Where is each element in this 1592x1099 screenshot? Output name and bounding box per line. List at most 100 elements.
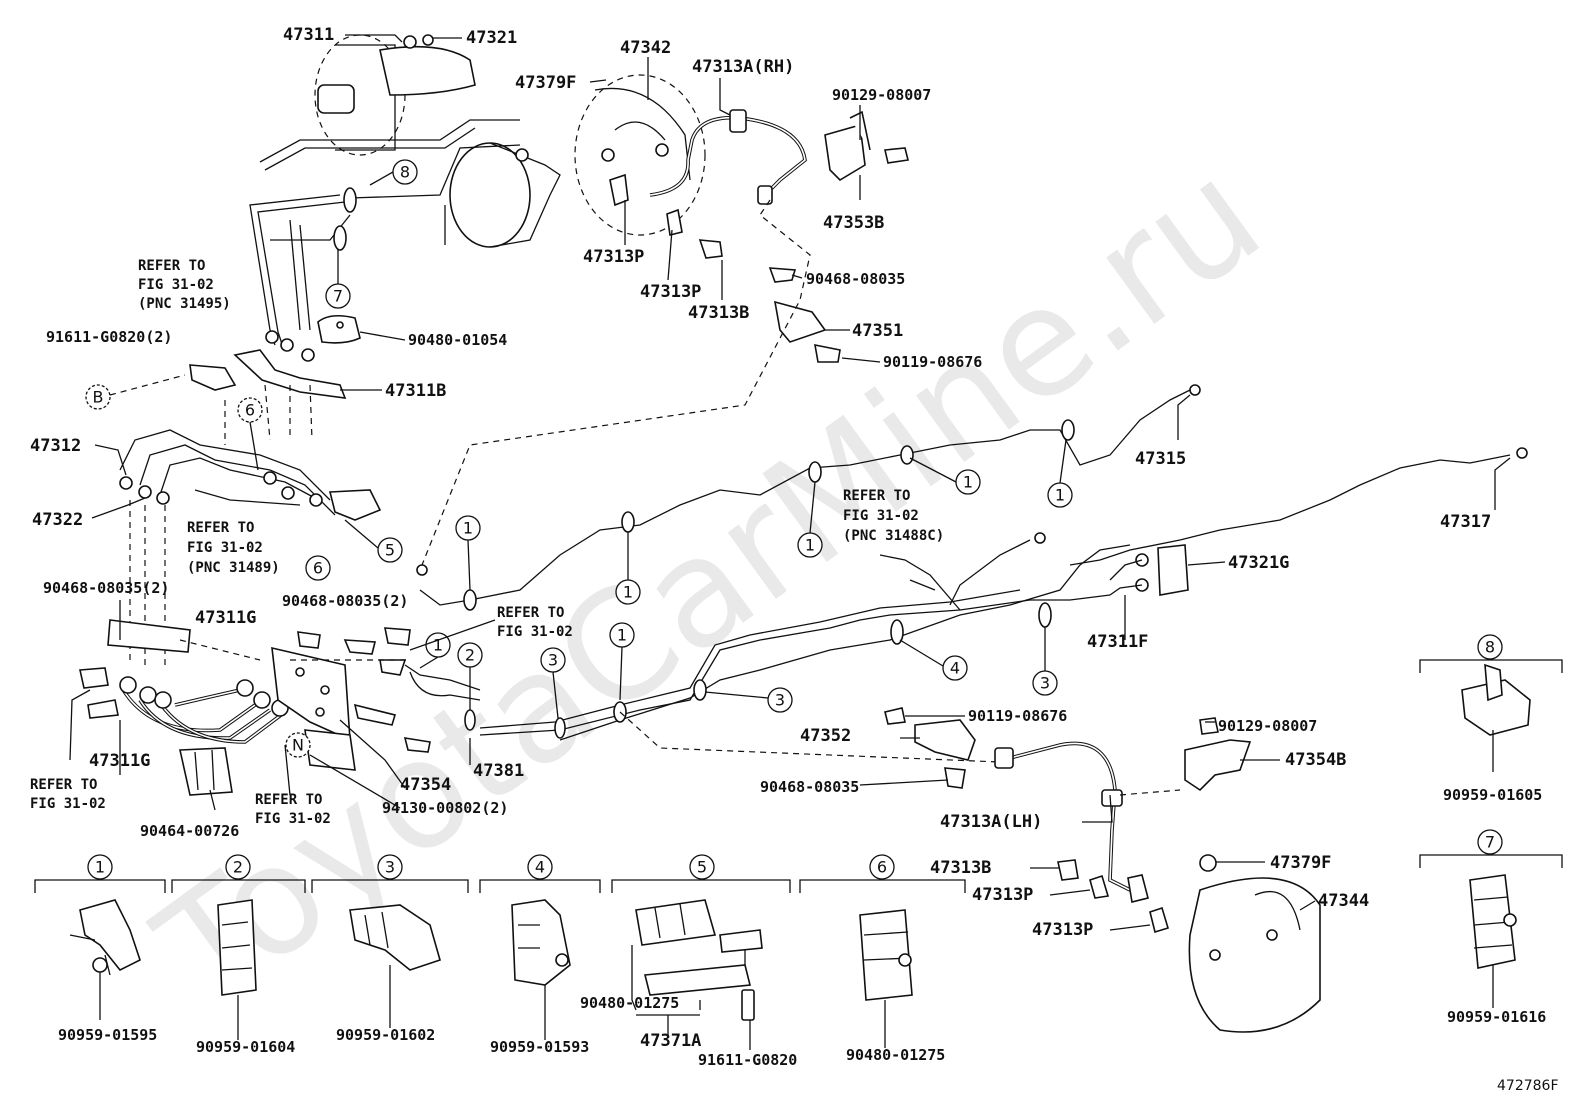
svg-text:6: 6 — [877, 858, 887, 877]
clamp-detail-1 — [69, 899, 141, 976]
label-47313a-lh: 47313A(LH) — [940, 812, 1042, 832]
legend-7: 7 — [1477, 829, 1503, 855]
label-90129-08007-mid: 90129-08007 — [1218, 717, 1317, 735]
label-47352: 47352 — [800, 726, 851, 746]
svg-text:REFER TO: REFER TO — [255, 792, 322, 808]
svg-text:FIG 31-02: FIG 31-02 — [138, 277, 214, 293]
label-91611-g0820: 91611-G0820 — [698, 1051, 797, 1069]
label-47379f-bot: 47379F — [1270, 853, 1331, 873]
label-90959-01616: 90959-01616 — [1447, 1008, 1546, 1026]
figure-code: 472786F — [1497, 1078, 1559, 1094]
rh-brake-drum — [574, 74, 706, 236]
label-47311f: 47311F — [1087, 632, 1148, 652]
label-90464-00726: 90464-00726 — [140, 822, 239, 840]
svg-text:FIG 31-02: FIG 31-02 — [843, 508, 919, 524]
label-90959-01595: 90959-01595 — [58, 1026, 157, 1044]
part-labels: 4 7 3 1 1 47321 47342 47379F 47313A(RH) 9012… — [30, 25, 1559, 1094]
label-90480-01054: 90480-01054 — [408, 331, 507, 349]
clamp-detail-6 — [859, 909, 913, 1001]
svg-text:REFER TO: REFER TO — [843, 488, 910, 504]
label-90959-01602: 90959-01602 — [336, 1026, 435, 1044]
legend-3: 3 — [377, 854, 403, 880]
svg-text:1: 1 — [1055, 486, 1065, 505]
svg-text:FIG 31-02: FIG 31-02 — [30, 796, 106, 812]
label-94130-00802-2: 94130-00802(2) — [382, 799, 508, 817]
label-47311g-top: 47311G — [195, 608, 256, 628]
label-47313b-top: 47313B — [688, 303, 749, 323]
svg-text:1: 1 — [463, 519, 473, 538]
label-47313p-b: 47313P — [640, 282, 701, 302]
label-47313b-bot: 47313B — [930, 858, 991, 878]
svg-text:1: 1 — [617, 626, 627, 645]
callout-1e: 1 — [1047, 482, 1073, 508]
label-90959-01593: 90959-01593 — [490, 1038, 589, 1056]
lines-47312-47322 — [119, 429, 382, 665]
lh-bracket-47352 — [884, 707, 976, 789]
clamp-detail-8 — [1461, 663, 1531, 736]
label-90119-08676-mid: 90119-08676 — [968, 707, 1067, 725]
svg-text:1: 1 — [805, 536, 815, 555]
label-47312: 47312 — [30, 436, 81, 456]
label-47354: 47354 — [400, 775, 451, 795]
callout-1b: 1 — [615, 579, 641, 605]
svg-text:REFER TO: REFER TO — [497, 605, 564, 621]
bracket-47353b — [824, 110, 909, 182]
label-47317: 47317 — [1440, 512, 1491, 532]
label-47342: 47342 — [620, 38, 671, 58]
svg-text:2: 2 — [233, 858, 243, 877]
lh-fasteners — [1057, 854, 1217, 934]
callout-3a: 3 — [540, 647, 566, 673]
svg-text:7: 7 — [1485, 833, 1495, 852]
bracket-47311b — [109, 330, 347, 445]
label-90468-08035-mid: 90468-08035 — [760, 778, 859, 796]
rh-flex-hose — [649, 109, 807, 205]
svg-text:1: 1 — [963, 473, 973, 492]
svg-text:FIG 31-02: FIG 31-02 — [187, 540, 263, 556]
label-47321: 47321 — [466, 28, 517, 48]
refer-note-pnc-31488c: REFER TO FIG 31-02 (PNC 31488C) — [843, 488, 944, 544]
front-brake-drum-left — [444, 142, 561, 248]
label-90468-08035-2b: 90468-08035(2) — [282, 592, 408, 610]
svg-text:6: 6 — [313, 559, 323, 578]
callout-1c: 1 — [797, 532, 823, 558]
label-90959-01605: 90959-01605 — [1443, 786, 1542, 804]
main-brake-lines — [416, 384, 1528, 763]
callout-2: 2 — [457, 642, 483, 668]
svg-text:1: 1 — [95, 858, 105, 877]
callout-8: 8 — [392, 159, 418, 185]
clamp-90480-01054 — [317, 314, 361, 344]
svg-text:8: 8 — [400, 163, 410, 182]
label-47354b: 47354B — [1285, 750, 1346, 770]
label-47353b: 47353B — [823, 213, 884, 233]
callout-1a: 1 — [455, 515, 481, 541]
callout-n: N — [285, 732, 311, 758]
svg-text:REFER TO: REFER TO — [30, 777, 97, 793]
callout-b: B — [85, 384, 111, 410]
refer-note-pnc-31489: REFER TO FIG 31-02 (PNC 31489) — [187, 520, 280, 576]
svg-text:4: 4 — [535, 858, 545, 877]
legend-1: 1 — [87, 854, 113, 880]
svg-text:8: 8 — [1485, 638, 1495, 657]
joint-47321g — [1109, 544, 1189, 596]
label-47313a-rh: 47313A(RH) — [692, 57, 794, 77]
legend-brackets — [34, 659, 1563, 893]
callout-6a: 6 — [237, 397, 263, 423]
refer-note-fig-31-02-bottom: REFER TO FIG 31-02 — [255, 792, 331, 827]
callout-3c: 3 — [1032, 670, 1058, 696]
clamp-detail-2 — [217, 899, 257, 996]
callout-7: 7 — [325, 283, 351, 309]
refer-notes: REFER TO FIG 31-02 (PNC 31495) REFER TO … — [30, 258, 944, 827]
clamp-detail-3 — [349, 904, 441, 971]
svg-text:(PNC 31488C): (PNC 31488C) — [843, 528, 944, 544]
left-bracket-assembly — [79, 619, 481, 771]
refer-note-pnc-31495: REFER TO FIG 31-02 (PNC 31495) — [138, 258, 231, 312]
clamp-detail-5 — [631, 899, 763, 1021]
callout-1g: 1 — [609, 622, 635, 648]
label-47321g: 47321G — [1228, 553, 1289, 573]
callout-leaders — [249, 171, 1067, 719]
label-90129-08007-top: 90129-08007 — [832, 86, 931, 104]
lh-bracket-47354b — [1119, 717, 1252, 796]
label-90468-08035-top: 90468-08035 — [806, 270, 905, 288]
svg-text:6: 6 — [245, 401, 255, 420]
svg-text:(PNC 31495): (PNC 31495) — [138, 296, 231, 312]
